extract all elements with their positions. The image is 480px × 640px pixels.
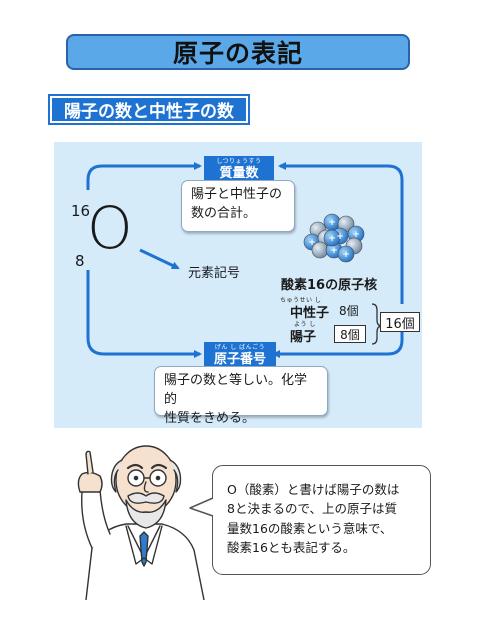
diagram-arrows	[86, 162, 404, 358]
speech-line3: 量数16の酸素という意味で、	[227, 520, 393, 536]
atomic-number-ruby: げん し ばんごう	[214, 343, 266, 351]
svg-text:+: +	[342, 250, 350, 260]
speech-bubble: O（酸素）と書けば陽子の数は 8と決まるので、上の原子は質 量数16の酸素という…	[212, 465, 431, 575]
svg-text:+: +	[336, 232, 344, 242]
proton-count-box: 8個	[334, 325, 366, 343]
proton-count: 8個	[340, 327, 360, 342]
atomic-number-desc-line1: 陽子の数と等しい。化学的	[164, 373, 308, 407]
proton-ruby: よう し	[294, 321, 316, 328]
section-header: 陽子の数と中性子の数	[48, 94, 250, 125]
element-symbol-arrow	[139, 248, 180, 270]
neutron-count: 8個	[339, 304, 359, 318]
proton-label: 陽子	[290, 330, 317, 345]
total-count-loop	[282, 164, 404, 356]
nucleus-label: 酸素16の原子核	[281, 278, 378, 293]
neutron-ruby: ちゅうせい し	[280, 297, 322, 304]
speech-line4: 酸素16とも表記する。	[227, 540, 356, 556]
professor-illustration	[77, 445, 205, 600]
atomic-number-description: 陽子の数と等しい。化学的 性質をきめる。	[154, 366, 328, 426]
mass-number-description: 陽子と中性子の 数の合計。	[181, 180, 295, 232]
atomic-number-arrow	[86, 270, 202, 358]
section-title: 陽子の数と中性子の数	[64, 102, 234, 122]
oxygen-nucleus-illustration: +++ ++++	[303, 213, 365, 263]
element-symbol: O	[87, 194, 133, 262]
neutron-label: 中性子	[290, 306, 330, 321]
mass-number-desc-line1: 陽子と中性子の	[191, 187, 283, 202]
svg-text:+: +	[308, 238, 316, 248]
page-title-bar: 原子の表記	[66, 34, 410, 70]
mass-number-tag: しつりょうすう 質量数	[204, 156, 274, 182]
mass-number-arrow	[86, 162, 202, 190]
page-title: 原子の表記	[172, 39, 303, 68]
mass-number-ruby: しつりょうすう	[216, 157, 262, 165]
atomic-number-tag: げん し ばんごう 原子番号	[204, 342, 276, 368]
atom-notation-diagram: しつりょうすう 質量数 陽子と中性子の 数の合計。 16 8 O 元素記号	[54, 142, 422, 428]
atomic-number-desc-line2: 性質をきめる。	[164, 410, 256, 426]
element-symbol-label: 元素記号	[188, 266, 241, 281]
mass-number-value: 16	[71, 202, 91, 220]
speech-bubble-tail	[189, 497, 215, 517]
total-count: 16個	[385, 316, 415, 332]
svg-text:+: +	[330, 246, 338, 256]
atomic-number-label: 原子番号	[213, 351, 266, 367]
speech-line1: O（酸素）と書けば陽子の数は	[227, 482, 400, 497]
svg-text:+: +	[328, 218, 336, 228]
mass-number-desc-line2: 数の合計。	[191, 205, 257, 221]
speech-line2: 8と決まるので、上の原子は質	[227, 501, 397, 517]
svg-text:+: +	[328, 234, 336, 244]
svg-text:+: +	[352, 230, 360, 240]
atomic-number-value: 8	[75, 252, 85, 270]
mass-number-label: 質量数	[219, 165, 259, 181]
total-count-box: 16個	[380, 312, 420, 332]
